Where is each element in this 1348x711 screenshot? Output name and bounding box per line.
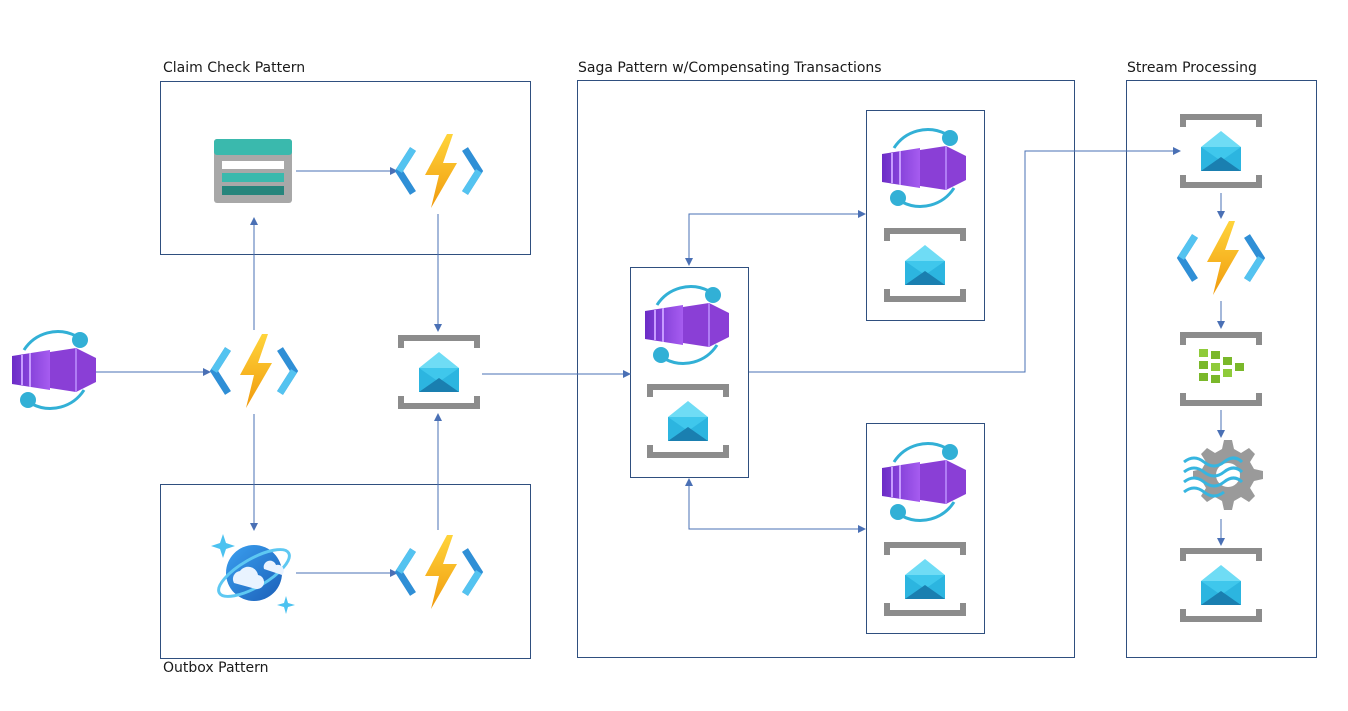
stream-function-icon — [1181, 221, 1261, 295]
saga-top-event-grid-icon — [880, 128, 968, 208]
stream-processing-box — [1126, 80, 1317, 658]
claim-check-title: Claim Check Pattern — [163, 60, 306, 76]
storage-account-icon — [214, 139, 292, 203]
saga-box — [577, 80, 1075, 658]
saga-title: Saga Pattern w/Compensating Transactions — [578, 60, 882, 76]
stream-output-queue-icon — [1183, 551, 1259, 619]
saga-orchestrator-queue-icon — [650, 387, 726, 455]
event-grid-namespace-icon — [10, 330, 98, 410]
claim-check-function-icon — [399, 134, 479, 208]
stream-analytics-icon — [1182, 438, 1265, 512]
stream-input-queue-icon — [1183, 117, 1259, 185]
outbox-function-icon — [399, 535, 479, 609]
cosmos-db-icon — [209, 532, 298, 616]
stream-processing-title: Stream Processing — [1127, 60, 1257, 76]
saga-bottom-queue-icon — [887, 545, 963, 613]
saga-participant-top-box — [866, 110, 985, 321]
saga-bottom-bidirectional-connector — [685, 478, 866, 533]
service-bus-queue-icon — [401, 338, 477, 406]
saga-participant-bottom-box — [866, 423, 985, 634]
saga-bottom-event-grid-icon — [880, 442, 968, 522]
outbox-title: Outbox Pattern — [163, 660, 269, 676]
saga-orchestrator-event-grid-icon — [643, 285, 731, 365]
saga-to-stream-connector — [749, 147, 1181, 373]
saga-top-bidirectional-connector — [685, 210, 866, 266]
event-hub-icon — [1183, 335, 1259, 403]
azure-function-icon — [214, 334, 294, 408]
claim-check-box — [160, 81, 531, 255]
outbox-box — [160, 484, 531, 659]
saga-top-queue-icon — [887, 231, 963, 299]
